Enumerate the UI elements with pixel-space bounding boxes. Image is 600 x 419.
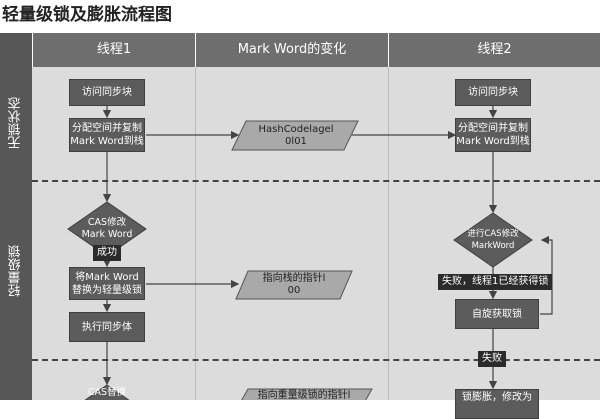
t2-cas-diamond bbox=[453, 212, 533, 268]
t1-allocate-copy: 分配空间并复制 Mark Word到栈 bbox=[69, 118, 145, 152]
t2-access-sync-block: 访问同步块 bbox=[455, 79, 531, 106]
hashcode-parallelogram bbox=[231, 120, 359, 151]
header-corner bbox=[0, 33, 32, 67]
lane-separator-2 bbox=[32, 359, 600, 361]
t1-execute-sync-body: 执行同步体 bbox=[69, 312, 145, 342]
mark-word-hashcode: HashCodelagel 0l01 bbox=[258, 123, 334, 147]
flowchart-canvas: 轻量级锁及膨胀流程图 线程1 Mark Word的变化 线程2 无锁状态 轻量级… bbox=[0, 5, 600, 419]
t2-fail-label: 失败 bbox=[478, 351, 506, 367]
mark-word-pointer-heavy: 指向重量级锁的指针l bbox=[257, 390, 351, 401]
pointer-stack-parallelogram bbox=[235, 270, 353, 300]
mark-word-pointer-stack: 指向栈的指针l 00 bbox=[262, 273, 326, 296]
t2-spin-acquire: 自旋获取锁 bbox=[455, 299, 539, 329]
column-divider-1 bbox=[195, 67, 196, 400]
t2-lock-inflate: 锁膨胀，修改为 bbox=[455, 389, 539, 419]
t1-success-label: 成功 bbox=[93, 245, 121, 261]
t1-cas-replace-text: CAS替换 bbox=[87, 387, 127, 398]
t2-allocate-copy: 分配空间并复制 Mark Word到栈 bbox=[455, 118, 531, 152]
column-divider-2 bbox=[388, 67, 389, 400]
flow-shapes bbox=[67, 106, 553, 400]
header-thread1: 线程1 bbox=[33, 33, 195, 67]
pointer-heavy-parallelogram bbox=[241, 388, 373, 400]
t1-cas-replace-diamond bbox=[84, 384, 130, 400]
header-thread2: 线程2 bbox=[389, 33, 600, 67]
t1-cas-modify-text: CAS修改 Mark Word bbox=[81, 217, 133, 240]
t2-fail-thread1-locked: 失败，线程1已经获得锁 bbox=[438, 274, 553, 290]
t1-access-sync-block: 访问同步块 bbox=[69, 79, 145, 106]
diagram-title: 轻量级锁及膨胀流程图 bbox=[2, 5, 172, 25]
header-mark-word-change: Mark Word的变化 bbox=[196, 33, 388, 67]
t1-replace-lightweight: 将Mark Word 替换为轻量级锁 bbox=[69, 267, 145, 300]
lane-separator-1 bbox=[32, 180, 600, 182]
lane-bar bbox=[0, 67, 32, 400]
t2-cas-modify-text: 进行CAS修改 MarkWord bbox=[467, 229, 519, 251]
